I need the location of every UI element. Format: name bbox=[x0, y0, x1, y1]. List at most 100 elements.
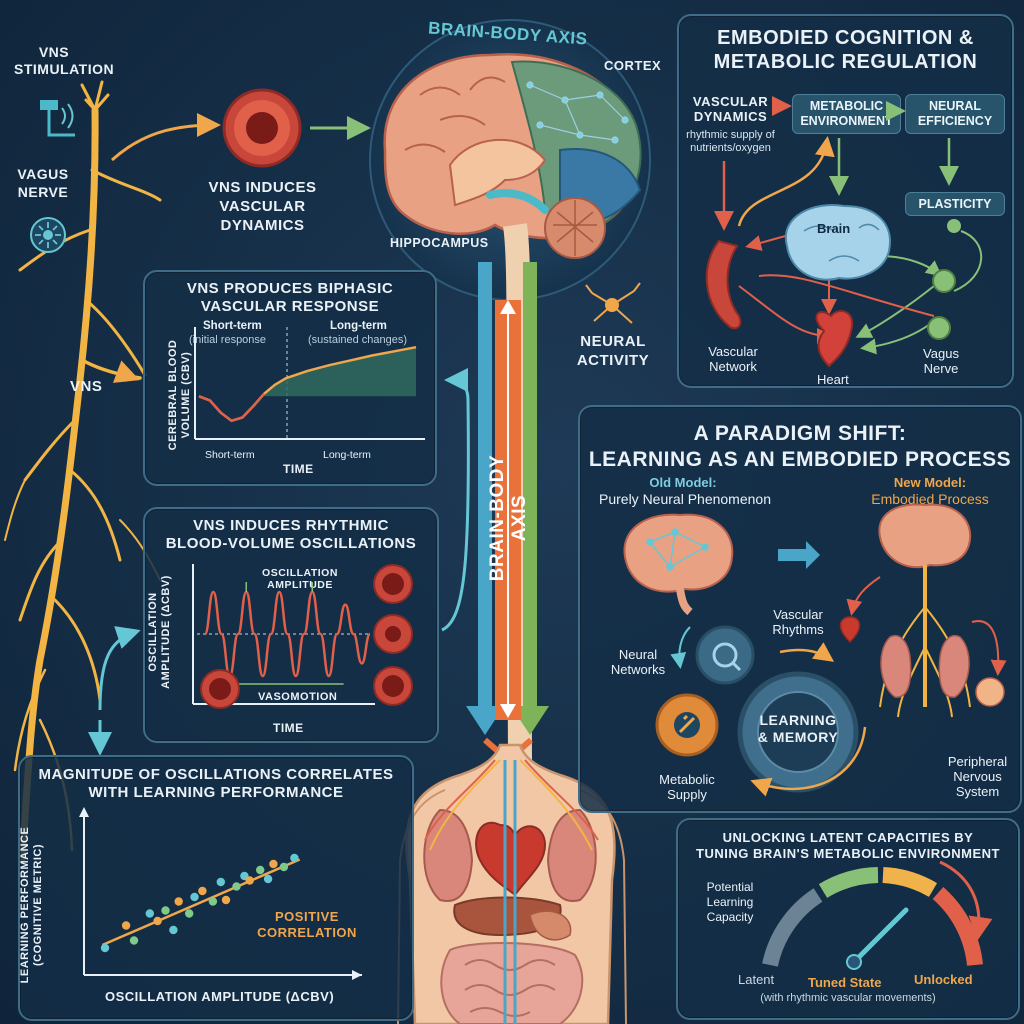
body-illustration bbox=[397, 743, 627, 1024]
rhythmic-supply-label: rhythmic supply of nutrients/oxygen bbox=[686, 129, 775, 154]
long-term-area bbox=[264, 347, 416, 397]
old-model-head: Old Model: bbox=[649, 475, 717, 490]
magnitude-ylabel: LEARNING PERFORMANCE (COGNITIVE METRIC) bbox=[19, 826, 44, 984]
scatter-point bbox=[145, 909, 154, 918]
biphasic-panel: VNS PRODUCES BIPHASIC VASCULAR RESPONSE … bbox=[143, 270, 437, 486]
scatter-point bbox=[232, 882, 241, 891]
stimulation-probe bbox=[40, 100, 75, 137]
cbv-dip-segment bbox=[198, 392, 266, 423]
long-term-sub: (sustained changes) bbox=[308, 334, 408, 346]
vascular-dynamics-label: VASCULAR DYNAMICS bbox=[692, 94, 769, 124]
capacity-gauge bbox=[762, 860, 993, 970]
brain-icon bbox=[784, 204, 891, 281]
vagus-nerve-label: VAGUS NERVE bbox=[17, 166, 69, 200]
scatter-point bbox=[121, 921, 131, 930]
biphasic-title: VNS PRODUCES BIPHASIC VASCULAR RESPONSE bbox=[186, 280, 394, 315]
short-term-sub: (initial response bbox=[189, 334, 267, 346]
biphasic-xlabel: TIME bbox=[283, 462, 314, 476]
metabolic-environment-box: METABOLIC ENVIRONMENT bbox=[792, 94, 901, 134]
scatter-point bbox=[290, 853, 299, 863]
unlocking-panel: UNLOCKING LATENT CAPACITIES BY TUNING BR… bbox=[676, 818, 1020, 1020]
heart-icon bbox=[815, 310, 854, 368]
scatter-point bbox=[153, 916, 162, 926]
oscillation-panel: VNS INDUCES RHYTHMIC BLOOD-VOLUME OSCILL… bbox=[143, 507, 439, 743]
vascular-rhythms-label: Vascular Rhythms bbox=[772, 607, 824, 637]
scatter-point bbox=[185, 909, 194, 918]
embodied-title: EMBODIED COGNITION & METABOLIC REGULATIO… bbox=[713, 27, 978, 73]
positive-correlation-label: POSITIVE CORRELATION bbox=[257, 909, 357, 940]
scatter-point bbox=[263, 874, 273, 884]
neural-efficiency-box: NEURAL EFFICIENCY bbox=[905, 94, 1005, 134]
plasticity-box: PLASTICITY bbox=[905, 192, 1005, 216]
neural-activity-label: NEURAL ACTIVITY bbox=[576, 333, 650, 369]
scatter-point bbox=[216, 877, 225, 887]
scatter-point bbox=[100, 943, 110, 953]
x-axis-arrow bbox=[352, 970, 362, 980]
y-axis-arrow bbox=[79, 807, 89, 817]
amplitude-label: OSCILLATION AMPLITUDE bbox=[262, 567, 338, 591]
magnitude-title: MAGNITUDE OF OSCILLATIONS CORRELATES WIT… bbox=[38, 766, 394, 801]
brain-body-axis-arrows bbox=[466, 262, 549, 764]
trendline bbox=[101, 858, 301, 947]
vagus-nerve-tree bbox=[4, 80, 162, 864]
gear-small-icon bbox=[695, 625, 755, 685]
vascular-network-icon bbox=[705, 239, 742, 330]
short-term-head: Short-term bbox=[203, 320, 262, 332]
old-model-sub: Purely Neural Phenomenon bbox=[599, 491, 771, 507]
neuron-icon bbox=[585, 282, 641, 324]
metabolic-supply-label: Metabolic Supply bbox=[659, 772, 715, 802]
vns-label: VNS bbox=[70, 378, 103, 395]
tick-short-term: Short-term bbox=[205, 449, 255, 461]
new-model-head: New Model: bbox=[893, 475, 967, 490]
scatter-point bbox=[221, 895, 231, 905]
new-brain-icon bbox=[839, 503, 1007, 718]
magnitude-xlabel: OSCILLATION AMPLITUDE (ΔCBV) bbox=[105, 989, 335, 1004]
paradigm-diagram bbox=[623, 503, 1007, 797]
neural-networks-label: Neural Networks bbox=[610, 647, 666, 677]
oscillation-series-line bbox=[203, 590, 372, 678]
vagus-nerve-node-label: Vagus Nerve bbox=[923, 346, 959, 376]
scatter-point bbox=[256, 865, 265, 875]
scatter-point bbox=[245, 876, 254, 885]
scatter-point bbox=[190, 892, 199, 902]
paradigm-title: A PARADIGM SHIFT: LEARNING AS AN EMBODIE… bbox=[588, 422, 1012, 471]
unlocked-label: Unlocked bbox=[914, 972, 973, 987]
brain-node-label: Brain bbox=[817, 221, 851, 236]
tick-long-term: Long-term bbox=[323, 449, 371, 461]
cortex-label: CORTEX bbox=[604, 58, 662, 73]
embodied-panel: EMBODIED COGNITION & METABOLIC REGULATIO… bbox=[677, 14, 1014, 388]
vagus-node-icon bbox=[927, 219, 961, 340]
scatter-point bbox=[269, 859, 278, 869]
magnitude-panel: MAGNITUDE OF OSCILLATIONS CORRELATES WIT… bbox=[18, 755, 414, 1021]
unlocking-title: UNLOCKING LATENT CAPACITIES BY TUNING BR… bbox=[696, 830, 1000, 861]
scatter-point bbox=[169, 925, 178, 935]
vessel-cross-section bbox=[222, 88, 302, 168]
new-model-sub: Embodied Process bbox=[871, 491, 989, 507]
scatter-point bbox=[174, 897, 183, 906]
tuned-label: Tuned State bbox=[808, 975, 882, 990]
scatter-point bbox=[129, 936, 139, 945]
vessel-icons bbox=[200, 564, 413, 709]
old-brain-icon bbox=[623, 513, 734, 616]
latent-label: Latent bbox=[738, 972, 775, 987]
scatter-point bbox=[208, 897, 218, 906]
learning-memory-label: LEARNING & MEMORY bbox=[757, 712, 839, 745]
nerve-cell-icon bbox=[30, 217, 66, 253]
peripheral-nervous-label: Peripheral Nervous System bbox=[947, 754, 1008, 799]
induces-vascular-label: VNS INDUCES VASCULAR DYNAMICS bbox=[208, 179, 317, 234]
oscillation-title: VNS INDUCES RHYTHMIC BLOOD-VOLUME OSCILL… bbox=[165, 517, 417, 552]
long-term-head: Long-term bbox=[330, 320, 387, 332]
biphasic-chart bbox=[194, 327, 425, 440]
scatter-chart bbox=[79, 807, 362, 980]
oscillation-chart bbox=[192, 564, 375, 705]
vessel-icon-3 bbox=[373, 666, 413, 706]
vessel-icon-4 bbox=[200, 669, 240, 709]
potential-capacity-label: Potential Learning Capacity bbox=[706, 880, 754, 924]
scatter-point bbox=[161, 906, 170, 915]
heart-label: Heart bbox=[817, 372, 849, 387]
embodied-diagram bbox=[705, 96, 983, 368]
vasomotion-label: VASOMOTION bbox=[258, 691, 338, 703]
gear-orange-icon bbox=[655, 693, 719, 757]
vessel-icon-1 bbox=[373, 564, 413, 604]
